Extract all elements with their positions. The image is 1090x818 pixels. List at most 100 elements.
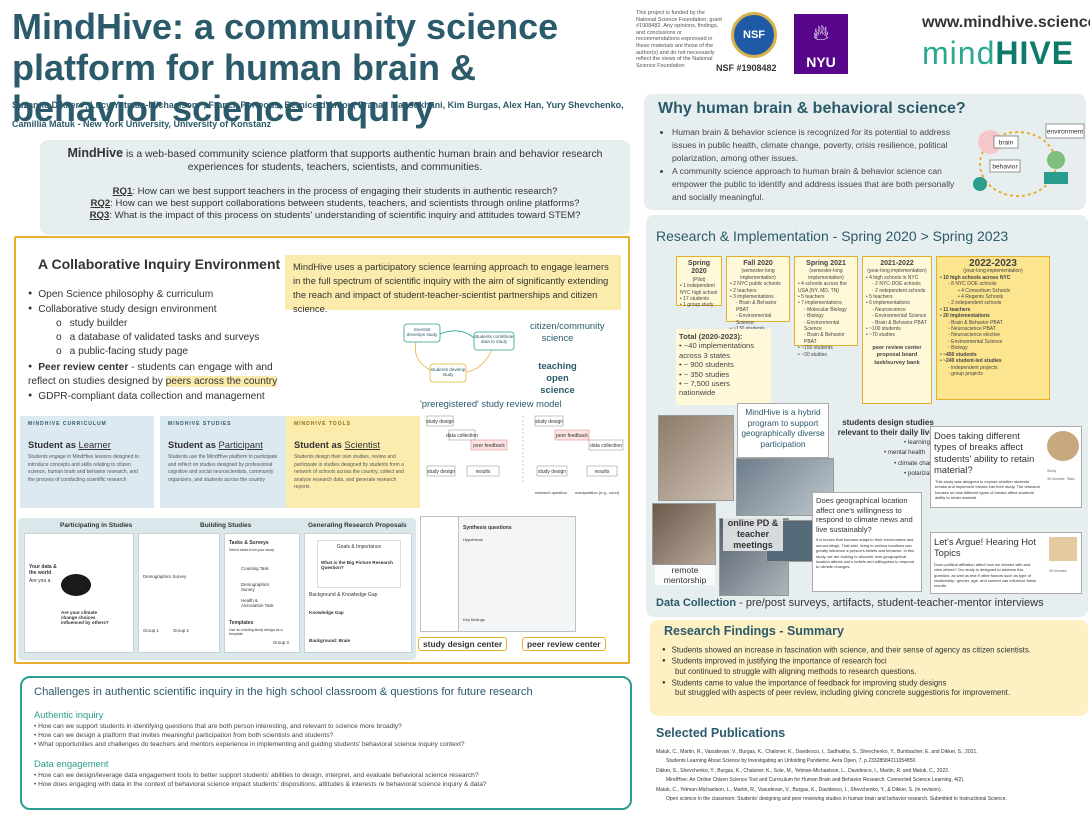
- website-link[interactable]: www.mindhive.science: [922, 14, 1090, 31]
- list-item: • 4 Regents Schools: [958, 294, 1004, 301]
- hybrid-program-box: MindHive is a hybrid program to support …: [737, 403, 829, 458]
- year-sub: (semester-long implementation): [808, 268, 844, 281]
- year-spring-2021: Spring 2021 (semester-long implementatio…: [794, 256, 858, 358]
- poster-title: MindHive: a community science platform f…: [12, 6, 559, 129]
- card-role: Student as Participant: [168, 439, 263, 450]
- publication-entry: Students Learning About Science by Inves…: [666, 758, 917, 765]
- year-sub: (semester-long implementation): [740, 268, 776, 281]
- list-item: ◦ Environmental Science: [736, 313, 772, 326]
- shot-text: Key findings: [463, 617, 485, 622]
- list-item: ◦ Biology: [804, 313, 824, 320]
- shot-text: Health & Association Task: [241, 598, 274, 608]
- flow-peer-feedback-2: peer feedback: [556, 433, 588, 439]
- peer-review-desc: - students can engage with and reflect o…: [28, 361, 273, 387]
- list-item: • What opportunities and challenges do t…: [34, 741, 465, 749]
- year-name: 2022-2023: [969, 258, 1017, 269]
- list-item: study builder: [28, 317, 298, 331]
- diagram-node-contribute: students contribute data to study: [474, 334, 514, 345]
- rq-3: RQ3: What is the impact of this process …: [50, 210, 620, 222]
- list-item: Peer review center - students can engage…: [28, 360, 298, 389]
- year-spring-2020: Spring 2020 (Pilot) • 1 independent NYC …: [676, 256, 722, 308]
- teaching-open-science-label: teaching open science: [538, 360, 577, 395]
- collab-title: A Collaborative Inquiry Environment: [38, 256, 281, 272]
- people-icon: [973, 177, 987, 191]
- funding-statement: This project is funded by the National S…: [636, 10, 722, 69]
- rq-text: : How can we best support teachers in th…: [132, 186, 558, 197]
- rq-text: : What is the impact of this process on …: [109, 210, 581, 221]
- list-item: Students came to value the importance of…: [662, 678, 1082, 689]
- data-collection-text: - pre/post surveys, artifacts, student-t…: [736, 597, 1044, 609]
- list-item: ◦ 8 NYC DOE schools: [948, 281, 997, 288]
- nyu-logo-text: NYU: [806, 54, 836, 70]
- list-item: • 7 implementations: [798, 300, 842, 307]
- list-item: but continued to struggle with aligning …: [675, 666, 917, 676]
- diagram-brain: brain: [999, 140, 1014, 147]
- total-summary: Total (2020-2023): • ~40 implementations…: [676, 329, 771, 405]
- tree-icon: [1047, 151, 1065, 169]
- card-role: Student as Scientist: [294, 439, 380, 450]
- year-sub: (year-long implementation): [963, 268, 1023, 275]
- list-item: Human brain & behavior science is recogn…: [672, 126, 960, 165]
- shot-label-building: Building Studies: [200, 522, 252, 529]
- flow-data-collection: data collection: [446, 433, 478, 439]
- screenshot-peer-review-panel: Synthesis questions Hypothesis Key findi…: [458, 516, 576, 632]
- study-meta: 30 minutes: [1047, 477, 1065, 481]
- shot-text: Counting Task: [241, 566, 269, 571]
- flow-results-2: results: [595, 469, 610, 475]
- card-body: Students design their own studies, revie…: [294, 454, 404, 491]
- findings-list: Students showed an increase in fascinati…: [662, 645, 1082, 699]
- rq-label: RQ1: [112, 186, 133, 197]
- list-item: • 11 teachers: [940, 306, 971, 313]
- remote-mentorship-label: remote mentorship: [655, 565, 715, 585]
- ri-title: Research & Implementation - Spring 2020 …: [656, 228, 1009, 244]
- data-engagement-title: Data engagement: [34, 758, 109, 769]
- card-learner: MINDHIVE CURRICULUM Student as Learner S…: [20, 416, 154, 508]
- list-item: a public-facing study page: [28, 345, 298, 359]
- city-icon: [1044, 172, 1068, 184]
- publication-entry: Matuk, C., Yetman-Michaelson, L., Martin…: [656, 786, 943, 793]
- list-item: a database of validated tasks and survey…: [28, 331, 298, 345]
- list-item: • 2 NYC public schools: [730, 281, 781, 288]
- list-item: Collaborative study design environment: [28, 302, 298, 317]
- list-item: • ~70 studies: [866, 332, 895, 339]
- one-world-image: [61, 574, 91, 596]
- shot-text: Use an existing study design as a templa…: [229, 628, 283, 636]
- publication-entry: MindHive: An Online Citizen Science Tool…: [666, 777, 965, 784]
- shot-text: Background & Knowledge Gap: [309, 592, 378, 598]
- intro-brand: MindHive: [67, 146, 124, 160]
- list-item: ◦ Brain & Behavior PBAT: [736, 300, 777, 313]
- students-classroom-photo: [658, 415, 734, 501]
- list-item: • How can we design/leverage data engage…: [34, 772, 479, 779]
- list-item: ◦ Neuroscience: [872, 306, 906, 313]
- online-pd-label: online PD & teacher meetings: [723, 518, 783, 551]
- list-item: • ~ 7,500 users nationwide: [679, 379, 731, 398]
- study-card-geography: Does geographical location affect one's …: [812, 492, 922, 592]
- shot-text: Group 1: [143, 628, 159, 633]
- mindhive-logo: mindHIVE: [922, 36, 1074, 70]
- shot-text: Demographics Survey: [143, 574, 187, 579]
- year-fall-2020: Fall 2020 (semester-long implementation)…: [726, 256, 790, 332]
- collab-list: Open Science philosophy & curriculum Col…: [28, 287, 298, 404]
- year-name: Fall 2020: [743, 260, 773, 267]
- prereg-label: 'preregistered' study review model: [420, 398, 562, 409]
- citizen-science-label: citizen/community science: [530, 320, 605, 343]
- shot-text: Background: Brain: [309, 638, 351, 643]
- study-meta: 30 minutes: [1049, 569, 1067, 573]
- card-body: Students use the MindHive platform to pa…: [168, 454, 278, 483]
- publications-title: Selected Publications: [656, 726, 786, 740]
- list-item: ◦ Molecular Biology: [804, 306, 847, 313]
- study-body: This study was designed to explore wheth…: [935, 479, 1041, 501]
- list-item: ◦ Environmental Science: [804, 319, 840, 333]
- list-item: • 5 teachers: [798, 294, 825, 301]
- card-role: Student as Learner: [28, 439, 111, 450]
- list-item: • ~ 350 studies: [679, 369, 730, 379]
- shot-text: Tasks & Surveys: [229, 540, 269, 546]
- peer-review-center-tag: peer review center: [522, 637, 606, 651]
- rq-label: RQ3: [89, 210, 110, 221]
- flow-results: results: [476, 469, 491, 475]
- card-body: Students engage in MindHive lessons desi…: [28, 454, 139, 483]
- list-item: • 3 implementations: [730, 294, 774, 301]
- shot-text: Select tasks from your study: [229, 548, 275, 552]
- list-item: • ~ 900 students: [679, 360, 734, 370]
- screenshot-building-left: Demographics Survey Group 1 Group 2: [138, 533, 220, 653]
